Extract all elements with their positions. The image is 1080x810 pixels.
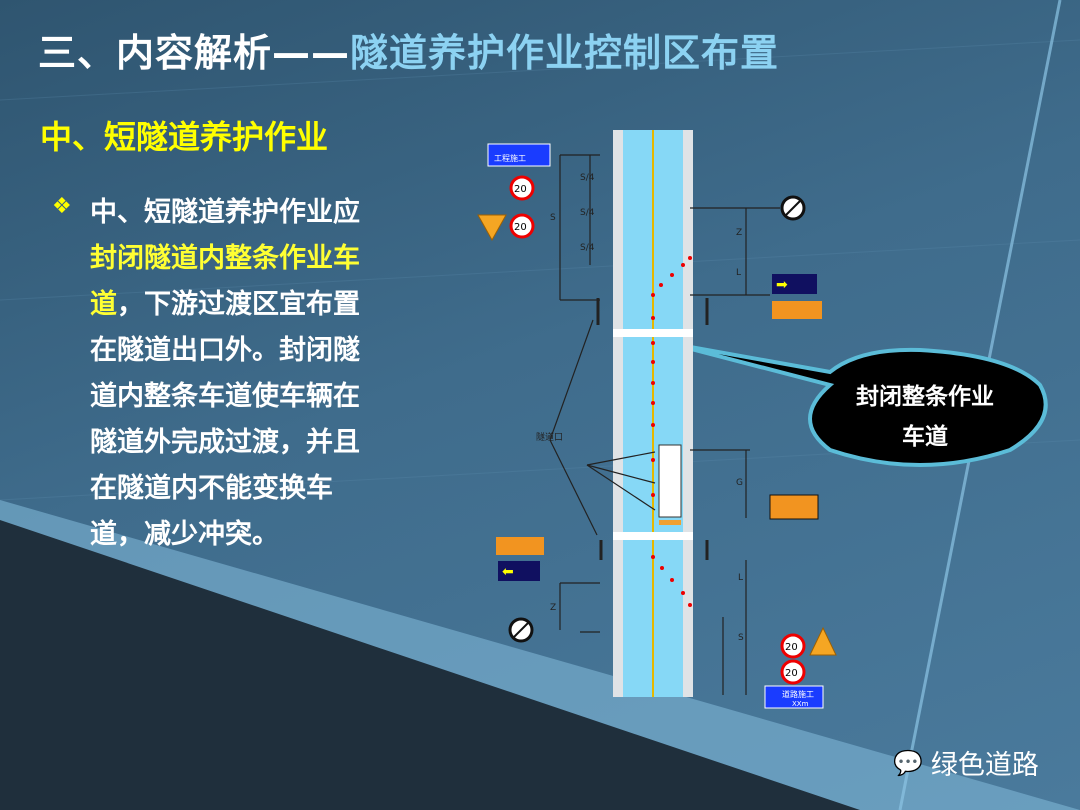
watermark: 💬绿色道路 — [893, 743, 1039, 782]
callout-bubble — [667, 341, 1048, 467]
dim-label: Z — [736, 228, 742, 238]
arrow-board — [772, 274, 817, 294]
dim-label: S — [738, 633, 744, 643]
speed-limit-sign: 20 — [780, 659, 806, 685]
arrow-icon: ⬅ — [502, 564, 514, 580]
lane-narrow-sign — [809, 626, 837, 656]
road — [613, 130, 693, 697]
dim-label: Z — [550, 603, 556, 613]
dim-label: S/4 — [580, 208, 595, 218]
tunnel-mouth-label: 隧道口 — [536, 431, 563, 443]
speed-value: 20 — [514, 184, 527, 195]
arrow-board — [498, 561, 540, 581]
callout-line-1: 封闭整条作业 — [856, 384, 994, 410]
no-overtaking-end-sign — [780, 195, 806, 221]
wechat-icon: 💬 — [893, 748, 923, 777]
dim-label: S/4 — [580, 243, 595, 253]
lane-merge-sign — [477, 214, 507, 242]
tunnel-portal — [613, 532, 693, 540]
speed-limit-sign: 20 — [509, 175, 535, 201]
section-subtitle: 中、短隧道养护作业 — [40, 118, 329, 156]
body-part-3: ，下游过渡区宜布置在隧道出口外。封闭隧道内整条车道使车辆在隧道外完成过渡，并且在… — [90, 289, 360, 550]
speed-value: 20 — [785, 642, 798, 653]
construction-sign-text: 道路施工 — [782, 689, 814, 699]
callout-text: 封闭整条作业车道 — [800, 377, 1050, 457]
speed-limit-sign: 20 — [780, 633, 806, 659]
speed-value: 20 — [514, 222, 527, 233]
dim-label: G — [736, 478, 743, 488]
title-prefix: 三、内容解析—— — [38, 31, 351, 75]
title-highlight: 隧道养护作业控制区布置 — [350, 31, 780, 75]
chevron-board — [496, 537, 544, 555]
work-zone — [658, 444, 682, 518]
body-part-1: 中、短隧道养护作业应 — [90, 197, 360, 228]
arrow-icon: ➡ — [776, 277, 788, 293]
slide-title: 三、内容解析——隧道养护作业控制区布置 — [38, 22, 779, 77]
dim-label: S/4 — [580, 173, 595, 183]
bullet-icon: ❖ — [52, 194, 72, 219]
watermark-text: 绿色道路 — [930, 750, 1039, 781]
barrier — [769, 494, 819, 520]
speed-value: 20 — [785, 668, 798, 679]
dim-label: S — [550, 213, 556, 223]
speed-limit-sign: 20 — [509, 213, 535, 239]
construction-sign-text: 工程施工 — [494, 153, 526, 163]
dim-label: L — [738, 573, 743, 583]
callout-line-2: 车道 — [902, 424, 948, 450]
body-highlight: 封闭隧道内整条作业车道 — [90, 243, 360, 320]
no-overtaking-end-sign — [508, 617, 534, 643]
body-text: 中、短隧道养护作业应封闭隧道内整条作业车道，下游过渡区宜布置在隧道出口外。封闭隧… — [90, 190, 370, 558]
dim-label: L — [736, 268, 741, 278]
construction-sign-top — [487, 143, 551, 167]
tunnel-portal — [613, 329, 693, 337]
distance-text: XXm — [792, 700, 809, 708]
chevron-board — [772, 301, 822, 319]
construction-sign-bottom — [764, 685, 824, 709]
